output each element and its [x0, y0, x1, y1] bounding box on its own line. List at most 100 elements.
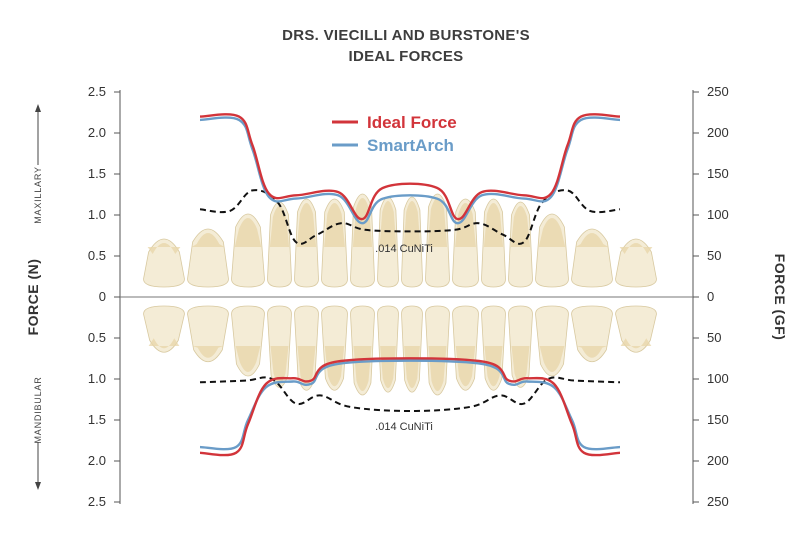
- maxillary-arrow-head: [35, 104, 41, 112]
- lower-right-tick-label: 250: [707, 494, 729, 509]
- mandibular-label: MANDIBULAR: [33, 376, 43, 443]
- maxillary-label: MAXILLARY: [33, 166, 43, 224]
- series-lines: [199, 113, 621, 457]
- lower-tooth: [508, 305, 533, 388]
- upper-wire-annotation: .014 CuNiTi: [375, 243, 433, 255]
- legend-ideal-label: Ideal Force: [367, 113, 457, 132]
- upper-right-tick-label: 150: [707, 166, 729, 181]
- tooth-root: [510, 206, 531, 247]
- tooth-root: [428, 346, 447, 391]
- lower-tooth: [187, 305, 229, 363]
- tooth-root: [270, 346, 289, 384]
- tooth-root: [147, 243, 181, 254]
- lower-tooth: [231, 305, 265, 377]
- tooth-root: [235, 346, 261, 372]
- tooth-root: [427, 198, 448, 247]
- teeth-illustration: [143, 193, 657, 396]
- upper-tooth: [481, 198, 506, 288]
- upper-tooth: [267, 201, 292, 288]
- lower-tooth: [535, 305, 569, 377]
- zero-right-tick-label: 0: [707, 289, 714, 304]
- upper-tooth: [143, 238, 185, 288]
- upper-tooth: [571, 228, 613, 288]
- lower-tooth: [615, 305, 657, 353]
- upper-left-tick-label: 0.5: [88, 248, 106, 263]
- upper-tooth: [615, 238, 657, 288]
- upper-tooth: [377, 196, 399, 288]
- maxillary-ideal-force-line: [199, 113, 621, 221]
- tooth-root: [455, 346, 476, 387]
- upper-left-tick-label: 1.5: [88, 166, 106, 181]
- lower-tooth: [481, 305, 506, 391]
- tooth-root: [483, 203, 504, 247]
- tooth-crown: [571, 305, 613, 363]
- tooth-root: [324, 203, 345, 247]
- mandibular-ideal-force-line: [199, 357, 621, 457]
- lower-left-tick-label: 2.0: [88, 453, 106, 468]
- tooth-root: [619, 243, 653, 254]
- mandibular-arrow-head: [35, 482, 41, 490]
- lower-left-tick-label: 2.5: [88, 494, 106, 509]
- tooth-root: [297, 346, 316, 387]
- left-axis-title: FORCE (N): [25, 259, 41, 336]
- tooth-root: [191, 233, 225, 247]
- lower-left-tick-label: 1.0: [88, 371, 106, 386]
- upper-right-tick-label: 50: [707, 248, 721, 263]
- lower-right-tick-label: 100: [707, 371, 729, 386]
- tooth-root: [576, 346, 608, 358]
- maxillary-region-marker: MAXILLARY: [33, 104, 43, 224]
- legend: Ideal Force SmartArch: [332, 113, 457, 155]
- tooth-root: [403, 201, 421, 247]
- upper-right-tick-label: 100: [707, 207, 729, 222]
- axes: 2.5 250 2.0 200 1.5 150 1.0 100 0.5 50 0 0 0.5 50 1.0 1…: [88, 84, 729, 509]
- upper-left-tick-label: 2.0: [88, 125, 106, 140]
- tooth-root: [148, 338, 180, 349]
- tooth-root: [379, 201, 397, 247]
- upper-tooth: [294, 198, 319, 288]
- upper-tooth: [425, 193, 450, 288]
- upper-tooth: [321, 198, 348, 288]
- tooth-root: [324, 346, 345, 387]
- lower-tooth: [425, 305, 450, 396]
- upper-right-tick-label: 200: [707, 125, 729, 140]
- lower-tooth: [571, 305, 613, 363]
- upper-tooth: [350, 193, 375, 288]
- tooth-root: [511, 346, 530, 384]
- legend-smartarch-label: SmartArch: [367, 136, 454, 155]
- upper-tooth: [535, 213, 569, 288]
- lower-tooth: [267, 305, 292, 388]
- tooth-root: [234, 218, 262, 247]
- chart-title-line-2: IDEAL FORCES: [348, 48, 463, 65]
- lower-left-tick-label: 1.5: [88, 412, 106, 427]
- lower-tooth: [294, 305, 319, 391]
- lower-tooth: [143, 305, 185, 353]
- upper-tooth: [452, 198, 479, 288]
- lower-right-tick-label: 200: [707, 453, 729, 468]
- tooth-root: [455, 203, 476, 247]
- lower-right-tick-label: 150: [707, 412, 729, 427]
- lower-left-tick-label: 0.5: [88, 330, 106, 345]
- tooth-root: [539, 346, 565, 372]
- tooth-root: [353, 346, 372, 391]
- tooth-root: [538, 218, 566, 247]
- tooth-root: [380, 346, 396, 389]
- tooth-root: [404, 346, 420, 389]
- lower-tooth: [321, 305, 348, 391]
- upper-left-tick-label: 1.0: [88, 207, 106, 222]
- chart-title-line-1: DRS. VIECILLI AND BURSTONE'S: [282, 27, 530, 44]
- upper-tooth: [401, 196, 423, 288]
- lower-wire-annotation: .014 CuNiTi: [375, 421, 433, 433]
- zero-left-tick-label: 0: [99, 289, 106, 304]
- right-axis-title: FORCE (GF): [772, 254, 788, 341]
- mandibular-region-marker: MANDIBULAR: [33, 376, 43, 490]
- upper-left-tick-label: 2.5: [88, 84, 106, 99]
- upper-right-tick-label: 250: [707, 84, 729, 99]
- lower-tooth: [377, 305, 399, 393]
- lower-tooth: [452, 305, 479, 391]
- upper-tooth: [231, 213, 265, 288]
- lower-tooth: [350, 305, 375, 396]
- lower-tooth: [401, 305, 423, 393]
- lower-right-tick-label: 50: [707, 330, 721, 345]
